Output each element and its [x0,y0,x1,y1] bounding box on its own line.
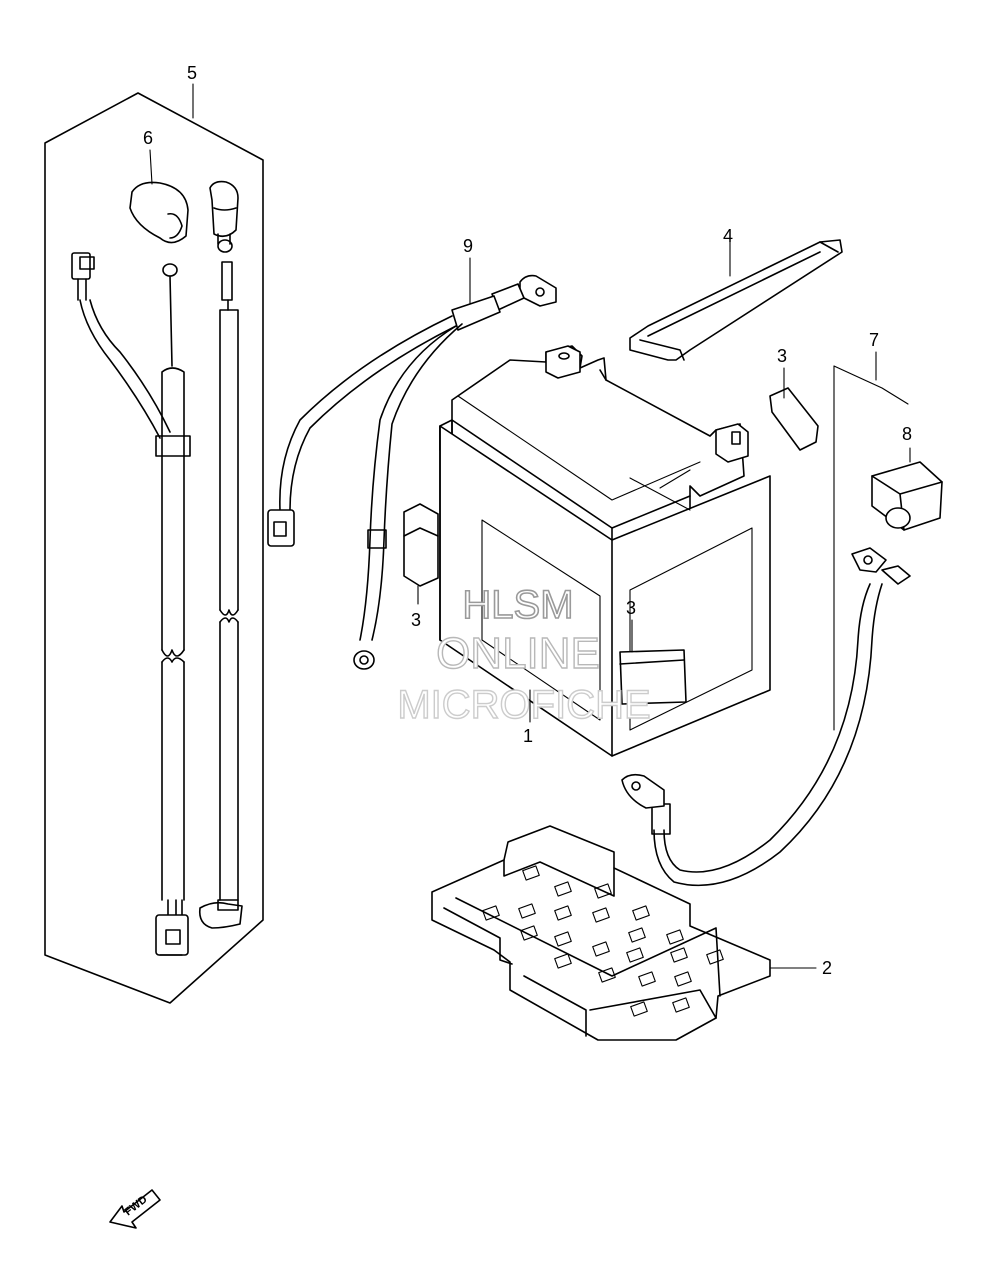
part-3-pad-right: 3 [769,346,819,451]
callout-8: 8 [902,424,912,444]
watermark-line-2: ONLINE [436,629,600,678]
harness-tube-right [219,309,239,901]
part-6-cap [129,180,239,245]
ring-terminal-left [162,263,178,367]
callout-9: 9 [463,236,473,256]
callout-4: 4 [723,226,733,246]
watermark: HLSM ONLINE MICROFICHE [397,582,652,728]
forward-arrow-icon: FWD [109,1189,161,1229]
part-2-tray: 2 [431,825,832,1041]
callout-3b: 3 [626,598,636,618]
ring-terminal-right [217,239,233,311]
tray-slots [482,865,724,1017]
callout-3a: 3 [411,610,421,630]
watermark-line-1: HLSM [462,583,573,627]
bracket-7 [833,365,909,731]
positive-cable-group: 7 8 [621,330,943,887]
part-3-pad-front: 3 [619,598,687,705]
harness-kit-group: 5 6 [44,63,264,1004]
callout-6: 6 [143,128,153,148]
kit-outline [44,92,264,1004]
callout-1: 1 [523,726,533,746]
harness-clamp-bottom [198,899,243,929]
callout-5: 5 [187,63,197,83]
harness-wire-curve [79,299,171,439]
harness-connector-bottom [155,899,189,956]
harness-connector-top [71,252,95,301]
callout-3c: 3 [777,346,787,366]
harness-tube-left [155,367,191,901]
callout-2: 2 [822,958,832,978]
part-1-battery: 1 [439,345,771,757]
part-8-cover [871,461,943,531]
leader-6 [149,149,153,185]
callout-7: 7 [869,330,879,350]
watermark-line-3: MICROFICHE [397,683,650,727]
part-3-pad-left: 3 [403,503,439,630]
part-4-strap: 4 [629,226,843,361]
part-9-cable: 9 [267,236,557,670]
